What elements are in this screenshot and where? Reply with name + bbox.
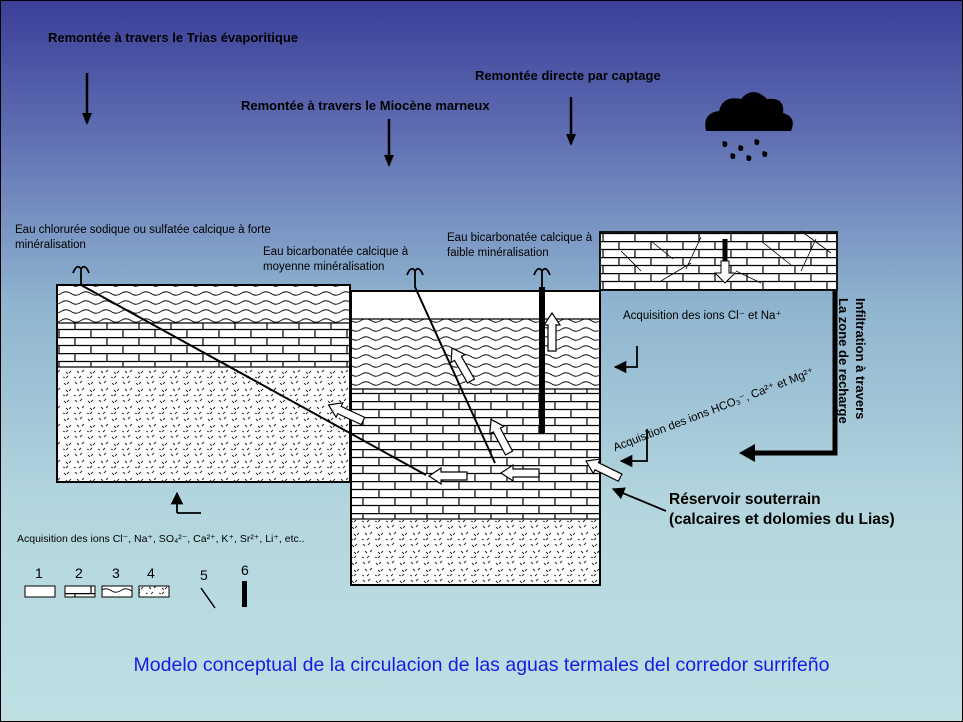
fault-middle — [414, 286, 496, 464]
label-medium-water: Eau bicarbonatée calcique à moyenne miné… — [263, 246, 409, 273]
spring-icon — [533, 267, 551, 287]
label-acquisition-cl-na: Acquisition des ions Cl⁻ et Na⁺ — [623, 310, 782, 322]
fault-left — [80, 284, 427, 476]
infiltration-path — [751, 290, 838, 456]
label-acquisition-trias-ions: Acquisition des ions Cl⁻, Na⁺, SO₄²⁻, Ca… — [17, 533, 305, 545]
acquisition-pointers — [170, 346, 648, 514]
legend-number-5: 5 — [200, 567, 208, 583]
label-reservoir-line2: (calcaires et dolomies du Lias) — [669, 511, 895, 528]
label-reservoir-line1: Réservoir souterrain — [669, 491, 821, 508]
middle-block — [350, 290, 601, 586]
legend-number-1: 1 — [35, 565, 43, 581]
legend-number-4: 4 — [147, 565, 155, 581]
legend-number-3: 3 — [112, 565, 120, 581]
left-block — [56, 284, 351, 483]
spring-icon — [72, 265, 90, 285]
label-weak-water: Eau bicarbonatée calcique à faible minér… — [447, 232, 593, 259]
recharge-block — [599, 230, 838, 291]
label-infiltration-line2: La zone de recharge — [836, 298, 851, 424]
legend-symbols — [24, 581, 247, 609]
label-trias-ascent: Remontée à travers le Trias évaporitique — [48, 30, 298, 45]
label-chloride-water: Eau chlorurée sodique ou sulfatée calciq… — [15, 224, 271, 251]
flow-arrows — [327, 311, 623, 486]
slide-caption: Modelo conceptual de la circulacion de l… — [133, 654, 830, 676]
spring-icon — [406, 267, 424, 287]
label-infiltration-line1: Infiltration à travers — [853, 298, 868, 420]
rain-cloud-icon — [705, 92, 793, 161]
label-direct-ascent: Remontée directe par captage — [475, 68, 661, 83]
legend-number-6: 6 — [241, 562, 249, 578]
label-miocene-ascent: Remontée à travers le Miocène marneux — [241, 98, 490, 113]
reservoir-pointer — [611, 487, 667, 512]
legend-number-2: 2 — [75, 565, 83, 581]
